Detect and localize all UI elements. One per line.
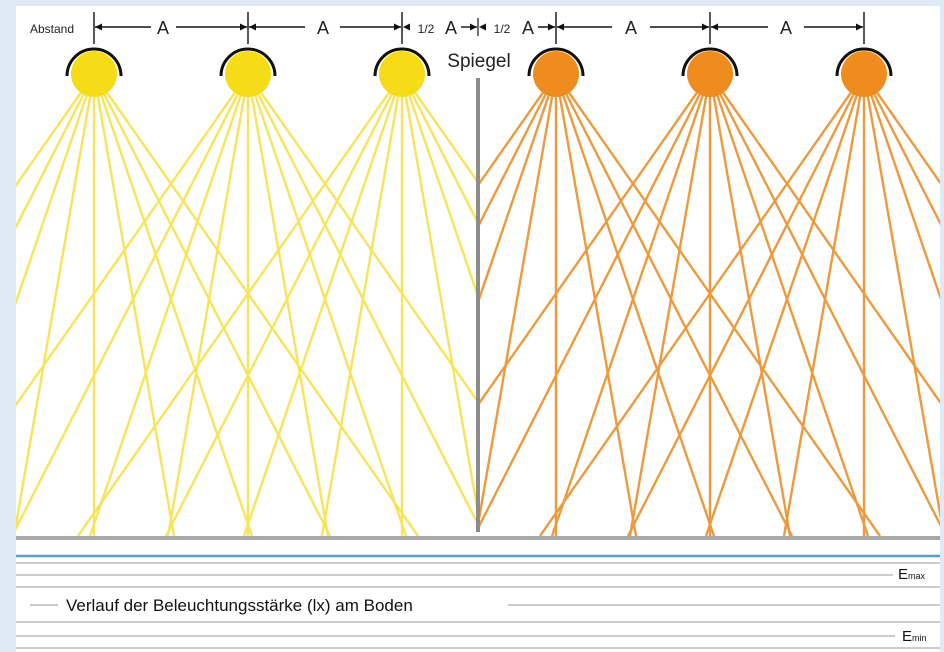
- dimension-arrow: [249, 23, 256, 31]
- mirrored-light-ray: [476, 73, 558, 228]
- lamp-reflector: [219, 47, 277, 77]
- mirrored-light-ray: [862, 73, 940, 226]
- light-ray: [92, 73, 176, 536]
- spacing-dimensions: Abstand A A 1/2 A 1/2 A A A: [30, 12, 865, 44]
- lamp-bulb: [225, 51, 271, 97]
- mirror-label: Spiegel: [447, 51, 510, 72]
- dimension-a-half-left: A: [445, 18, 457, 38]
- emax-label: Emax: [898, 566, 926, 583]
- mirrored-light-ray: [476, 73, 712, 529]
- mirrored-light-ray: [708, 73, 792, 536]
- dimension-a-3: A: [625, 18, 637, 38]
- lamp-reflector: [527, 47, 585, 77]
- dimension-a-2: A: [317, 18, 329, 38]
- light-ray: [92, 73, 332, 536]
- light-ray: [16, 73, 249, 407]
- mirrored-light-ray: [550, 73, 712, 536]
- luminaire: [219, 47, 277, 97]
- light-ray: [246, 73, 408, 536]
- mirrored-light-ray: [862, 73, 940, 300]
- lamp-reflector: [65, 47, 123, 77]
- mirrored-light-ray: [539, 73, 865, 536]
- mirrored-light-ray: [476, 73, 558, 303]
- dimension-half-left: 1/2: [418, 22, 435, 36]
- dimension-arrow: [95, 23, 102, 31]
- emin-label: Emin: [902, 628, 927, 645]
- dimension-arrow: [240, 23, 247, 31]
- light-ray: [16, 73, 95, 188]
- dimension-arrow: [557, 23, 564, 31]
- light-ray: [400, 73, 480, 297]
- light-ray: [164, 73, 404, 536]
- mirrored-light-ray: [554, 73, 716, 536]
- illuminance-profile-title: Verlauf der Beleuchtungsstärke (lx) am B…: [66, 596, 413, 615]
- mirrored-light-ray: [709, 73, 940, 405]
- mirrored-light-ray: [554, 73, 794, 536]
- mirrored-light-ray: [863, 73, 940, 185]
- light-ray: [16, 73, 96, 532]
- lamp-bulb: [533, 51, 579, 97]
- mirrored-light-ray: [704, 73, 866, 536]
- mirrored-light-ray: [708, 73, 940, 527]
- mirrored-luminaire: [835, 47, 893, 97]
- mirrored-light-ray: [476, 73, 558, 525]
- light-ray: [166, 73, 250, 536]
- dimension-a-1: A: [157, 18, 169, 38]
- mirrored-light-ray: [862, 73, 940, 520]
- mirrored-luminaire: [681, 47, 739, 97]
- illuminance-profile: Verlauf der Beleuchtungsstärke (lx) am B…: [16, 554, 940, 649]
- luminaire: [65, 47, 123, 97]
- mirrored-luminaire: [527, 47, 585, 97]
- abstand-label: Abstand: [30, 22, 74, 36]
- dimension-arrow: [403, 23, 410, 31]
- light-ray: [16, 73, 96, 230]
- light-ray: [242, 73, 404, 536]
- lamp-reflector: [373, 47, 431, 77]
- light-ray: [400, 73, 480, 514]
- mirrored-light-ray: [477, 73, 711, 406]
- lamp-reflector: [681, 47, 739, 77]
- light-ray: [16, 73, 250, 531]
- light-ray: [16, 73, 96, 306]
- light-ray: [247, 73, 479, 403]
- mirrored-light-ray: [782, 73, 866, 536]
- light-rays: [16, 73, 940, 536]
- lamp-reflector: [835, 47, 893, 77]
- dimension-arrow: [711, 23, 718, 31]
- light-ray: [88, 73, 250, 536]
- mirrored-light-ray: [628, 73, 712, 536]
- mirrored-light-ray: [626, 73, 866, 536]
- dimension-half-right: 1/2: [494, 22, 511, 36]
- dimension-arrow: [702, 23, 709, 31]
- dimension-a-half-right: A: [522, 18, 534, 38]
- lamp-bulb: [379, 51, 425, 97]
- mirrored-light-ray: [555, 73, 881, 536]
- light-ray: [320, 73, 404, 536]
- luminaire: [373, 47, 431, 97]
- light-ray: [246, 73, 330, 536]
- light-ray: [93, 73, 419, 536]
- lamp-bulb: [841, 51, 887, 97]
- mirrored-light-ray: [708, 73, 870, 536]
- luminaires: [65, 47, 893, 97]
- dimension-arrow: [479, 23, 486, 31]
- light-ray: [400, 73, 480, 224]
- mirrored-light-ray: [554, 73, 638, 536]
- light-ray: [77, 73, 403, 536]
- lamp-bulb: [687, 51, 733, 97]
- dimension-a-4: A: [780, 18, 792, 38]
- light-ray: [92, 73, 254, 536]
- lamp-bulb: [71, 51, 117, 97]
- dimension-arrow: [394, 23, 401, 31]
- dimension-arrow: [856, 23, 863, 31]
